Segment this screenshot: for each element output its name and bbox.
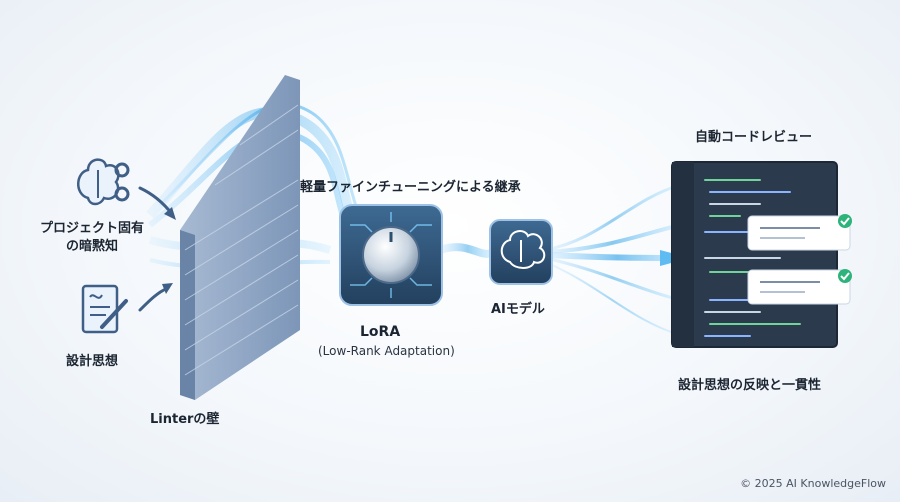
lora-label: LoRA [360, 324, 401, 340]
result-label: 設計思想の反映と一貫性 [678, 378, 822, 393]
arrow-head-icon [162, 283, 173, 294]
finetune-title: 軽量ファインチューニングによる継承 [300, 180, 521, 195]
check-icon [838, 214, 852, 228]
copyright: © 2025 AI KnowledgeFlow [740, 477, 886, 490]
check-icon [838, 269, 852, 283]
knob-icon [362, 226, 420, 284]
auto-review-label: 自動コードレビュー [695, 130, 813, 145]
ai-model-label: AIモデル [491, 302, 545, 317]
ai-model-box [489, 219, 553, 285]
arrow-head-icon [164, 207, 176, 220]
brain-gears-icon [70, 150, 130, 214]
lora-chip [339, 204, 443, 306]
linter-wall-label: Linterの壁 [150, 412, 220, 427]
document-pen-icon [80, 283, 130, 342]
linter-wall [180, 75, 300, 400]
code-editor [671, 161, 852, 348]
input-arrow-bottom [138, 286, 170, 312]
tacit-knowledge-label: プロジェクト固有 の暗黙知 [40, 221, 145, 254]
design-philosophy-input-label: 設計思想 [66, 354, 119, 369]
review-comment [747, 214, 852, 251]
lora-subtitle: (Low-Rank Adaptation) [318, 344, 455, 358]
brain-icon [500, 230, 546, 269]
review-comment [747, 269, 852, 305]
